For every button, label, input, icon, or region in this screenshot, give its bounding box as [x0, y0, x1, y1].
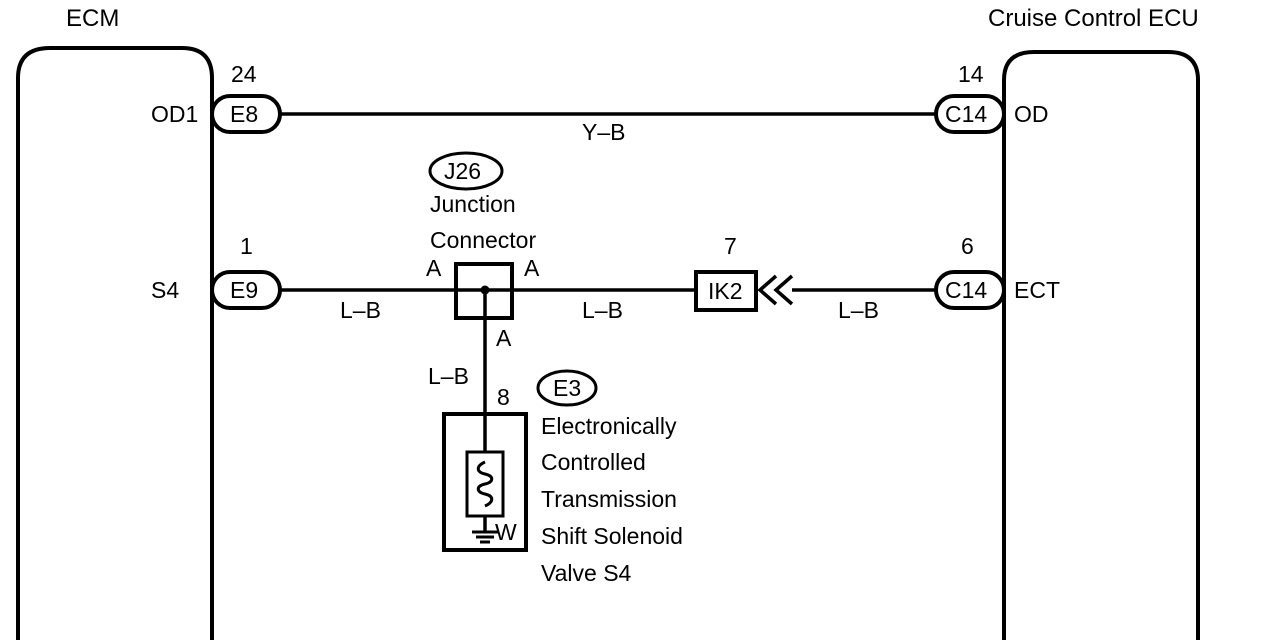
ik2-chevron-1: [757, 274, 778, 306]
solenoid-label-line1: Electronically: [541, 413, 677, 439]
cruise-ecu-unit: Cruise Control ECU: [988, 5, 1200, 640]
cruise-pin-od-number: 14: [958, 61, 984, 87]
solenoid-label-line3: Transmission: [541, 486, 677, 512]
connector-c14-ect-pill: [934, 270, 1006, 310]
ik2-label: IK2: [708, 278, 743, 304]
connector-c14-od-label: C14: [945, 101, 987, 127]
connector-c14-od-pill: [934, 94, 1006, 134]
connector-e8-pill: [210, 94, 282, 134]
junction-id-oval: [428, 151, 504, 191]
junction-connector: J26 Junction Connector A A A: [426, 151, 540, 351]
solenoid-label-line2: Controlled: [541, 449, 646, 475]
cruise-ecu-title: Cruise Control ECU: [988, 5, 1199, 32]
cruise-ecu-box: [1002, 50, 1200, 640]
ecm-pin-od1-number: 24: [231, 61, 257, 87]
ik2-chevron-2: [773, 274, 794, 306]
solenoid-ground-color: W: [495, 519, 517, 545]
ik2-pin-number: 7: [724, 233, 737, 259]
ecm-pin-s4-name: S4: [151, 277, 179, 303]
junction-terminal-right: A: [524, 255, 540, 281]
ik2-box: [694, 270, 758, 312]
ecm-box: [16, 46, 214, 640]
solenoid-connector-id: E3: [553, 375, 581, 401]
ecm-pin-s4-number: 1: [240, 233, 253, 259]
junction-label-line2: Connector: [430, 227, 536, 253]
s4-wire-left-color: L–B: [340, 297, 381, 323]
s4-wire-mid-color: L–B: [582, 297, 623, 323]
junction-label-line1: Junction: [430, 191, 516, 217]
connector-c14-ect-label: C14: [945, 277, 987, 303]
cruise-pin-ect-number: 6: [961, 233, 974, 259]
od-wire-color: Y–B: [582, 119, 625, 145]
ecm-unit: ECM: [16, 5, 214, 640]
junction-terminal-left: A: [426, 255, 442, 281]
s4-wire-right-color: L–B: [838, 297, 879, 323]
junction-terminal-bottom: A: [496, 325, 512, 351]
connector-e9-pill: [210, 270, 282, 310]
solenoid-pin-number: 8: [497, 384, 510, 410]
solenoid-coil: [476, 460, 494, 508]
cruise-pin-ect-name: ECT: [1014, 277, 1060, 303]
solenoid-connector-oval: [536, 369, 598, 407]
solenoid-label-line5: Valve S4: [541, 560, 632, 586]
cruise-pin-od-name: OD: [1014, 101, 1049, 127]
ecm-title: ECM: [66, 5, 119, 32]
connector-e8-label: E8: [230, 101, 258, 127]
solenoid-feed-color: L–B: [428, 363, 469, 389]
connector-e9-label: E9: [230, 277, 258, 303]
junction-id: J26: [444, 158, 481, 184]
ecm-pin-od1-name: OD1: [151, 101, 198, 127]
solenoid-label-line4: Shift Solenoid: [541, 523, 683, 549]
inline-connector-ik2: 7 IK2: [694, 233, 794, 312]
shift-solenoid: 8 E3 W Electronically Controlled Transmi…: [442, 369, 683, 586]
